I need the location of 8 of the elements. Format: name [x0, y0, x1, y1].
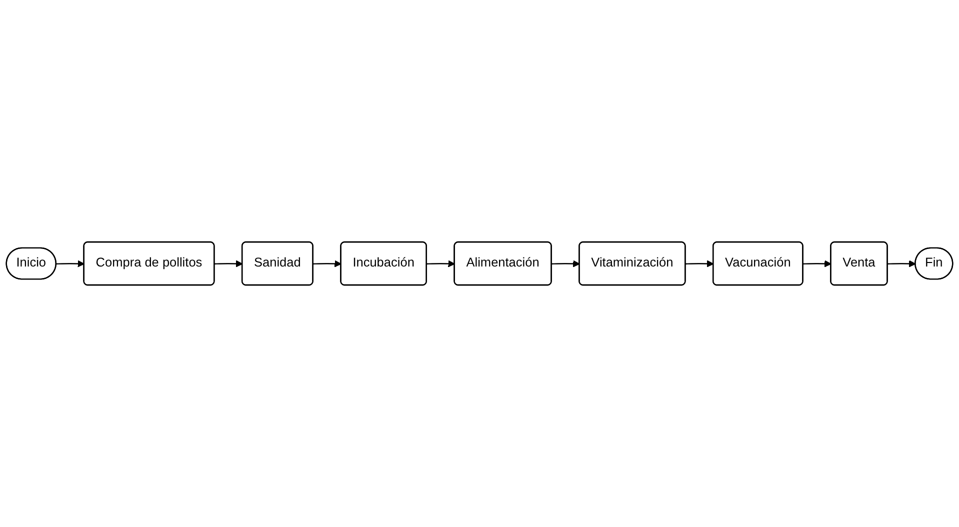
arrow — [686, 260, 714, 268]
arrow — [56, 260, 85, 268]
arrow — [552, 260, 580, 268]
arrow — [426, 260, 455, 268]
arrow — [888, 260, 916, 268]
arrow — [214, 260, 243, 268]
arrow — [313, 260, 342, 268]
arrow — [803, 260, 832, 268]
